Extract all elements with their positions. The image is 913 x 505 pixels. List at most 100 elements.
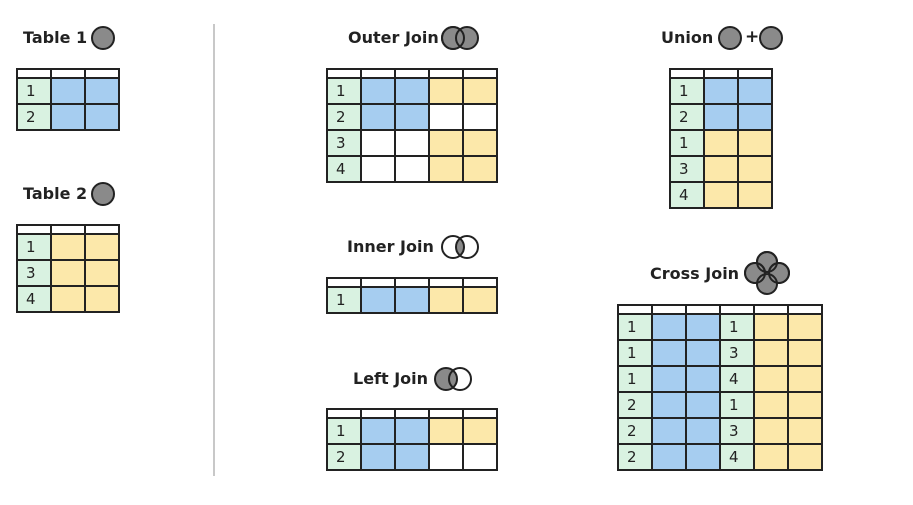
table1-circle-icon bbox=[91, 26, 115, 50]
table2-value-cell bbox=[753, 443, 789, 471]
outer-join-venn-icon bbox=[441, 26, 479, 50]
table-row: 3 bbox=[16, 259, 120, 287]
key-value: 4 bbox=[26, 290, 36, 308]
header-cell bbox=[360, 277, 396, 288]
table-row: 1 bbox=[669, 129, 773, 157]
table2-value-cell bbox=[50, 259, 86, 287]
key-cell: 1 bbox=[669, 129, 705, 157]
key-cell: 2 bbox=[16, 103, 52, 131]
key-value: 2 bbox=[336, 448, 346, 466]
table2-value-cell bbox=[753, 365, 789, 393]
table-header-row bbox=[16, 224, 120, 235]
table-header-row bbox=[669, 68, 773, 79]
table2-value-cell bbox=[787, 417, 823, 445]
key-value: 1 bbox=[679, 134, 689, 152]
empty-cell bbox=[428, 443, 464, 471]
key-cell: 4 bbox=[719, 365, 755, 393]
header-cell bbox=[326, 277, 362, 288]
table2-value-cell bbox=[462, 155, 498, 183]
empty-cell bbox=[394, 155, 430, 183]
key-value: 1 bbox=[729, 396, 739, 414]
header-cell bbox=[719, 304, 755, 315]
key-value: 1 bbox=[627, 370, 637, 388]
key-cell: 3 bbox=[719, 339, 755, 367]
header-cell bbox=[360, 408, 396, 419]
vertical-divider bbox=[213, 24, 215, 476]
key-cell: 4 bbox=[326, 155, 362, 183]
key-value: 3 bbox=[679, 160, 689, 178]
table2-value-cell bbox=[428, 129, 464, 157]
header-cell bbox=[50, 68, 86, 79]
header-cell bbox=[617, 304, 653, 315]
table1-value-cell bbox=[651, 365, 687, 393]
table1-value-cell bbox=[394, 443, 430, 471]
key-cell: 1 bbox=[617, 339, 653, 367]
header-cell bbox=[787, 304, 823, 315]
table1-value-cell bbox=[685, 417, 721, 445]
table1-value-cell bbox=[360, 77, 396, 105]
inner-join-venn-icon bbox=[441, 235, 479, 259]
table1-value-cell bbox=[50, 77, 86, 105]
table-header-row bbox=[326, 68, 498, 79]
table2-value-cell bbox=[462, 417, 498, 445]
table-row: 3 bbox=[326, 129, 498, 157]
table2-value-cell bbox=[737, 155, 773, 183]
key-cell: 4 bbox=[16, 285, 52, 313]
table1-value-cell bbox=[394, 77, 430, 105]
key-value: 1 bbox=[336, 291, 346, 309]
key-value: 1 bbox=[627, 318, 637, 336]
key-value: 3 bbox=[729, 344, 739, 362]
table2-value-cell bbox=[462, 286, 498, 314]
table-row: 4 bbox=[669, 181, 773, 209]
union-circle-right-icon bbox=[759, 26, 783, 50]
header-cell bbox=[394, 408, 430, 419]
table-header-row bbox=[617, 304, 823, 315]
header-cell bbox=[428, 277, 464, 288]
inner-join-title: Inner Join bbox=[347, 237, 434, 256]
table1-value-cell bbox=[685, 443, 721, 471]
empty-cell bbox=[462, 103, 498, 131]
table1-value-cell bbox=[50, 103, 86, 131]
table2-value-cell bbox=[462, 77, 498, 105]
table1-value-cell bbox=[651, 339, 687, 367]
table1-value-cell bbox=[737, 77, 773, 105]
key-cell: 1 bbox=[719, 313, 755, 341]
cross-join-venn-icon bbox=[744, 251, 790, 295]
header-cell bbox=[703, 68, 739, 79]
header-cell bbox=[685, 304, 721, 315]
table-row: 2 bbox=[326, 103, 498, 131]
table1-value-cell bbox=[651, 443, 687, 471]
header-cell bbox=[753, 304, 789, 315]
left-join-title: Left Join bbox=[353, 369, 429, 388]
table1-value-cell bbox=[360, 443, 396, 471]
table2-value-cell bbox=[428, 77, 464, 105]
table2-value-cell bbox=[753, 417, 789, 445]
cross-join-title: Cross Join bbox=[650, 264, 740, 283]
table2-value-cell bbox=[737, 129, 773, 157]
outer-join-title: Outer Join bbox=[348, 28, 439, 47]
table-row: 1 bbox=[326, 417, 498, 445]
key-cell: 3 bbox=[326, 129, 362, 157]
table2-value-cell bbox=[753, 313, 789, 341]
table2-value-cell bbox=[787, 443, 823, 471]
table2-value-cell bbox=[703, 129, 739, 157]
header-cell bbox=[360, 68, 396, 79]
key-cell: 2 bbox=[617, 391, 653, 419]
key-value: 3 bbox=[26, 264, 36, 282]
header-cell bbox=[462, 68, 498, 79]
table1-title: Table 1 bbox=[23, 28, 88, 47]
left-join-venn-icon bbox=[434, 367, 472, 391]
table-row: 1 bbox=[669, 77, 773, 105]
header-cell bbox=[84, 224, 120, 235]
key-value: 2 bbox=[627, 448, 637, 466]
table1-value-cell bbox=[360, 417, 396, 445]
key-cell: 1 bbox=[617, 365, 653, 393]
table1-value-cell bbox=[737, 103, 773, 131]
key-value: 4 bbox=[679, 186, 689, 204]
